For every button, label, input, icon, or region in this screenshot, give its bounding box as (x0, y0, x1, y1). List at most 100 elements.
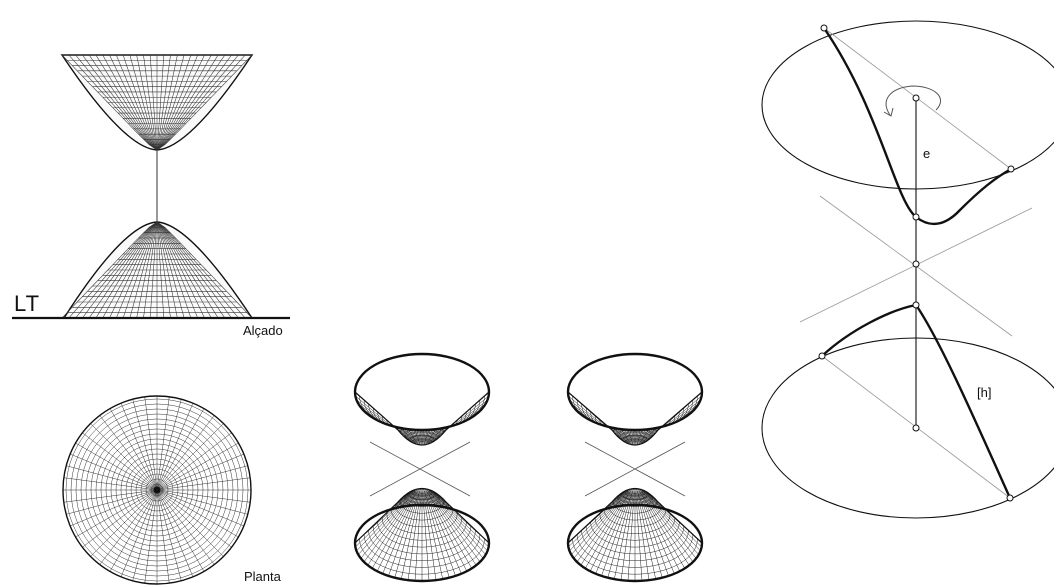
mesh-line (156, 489, 182, 581)
ground-line-label: LT (14, 291, 41, 316)
mesh-line (82, 54, 158, 151)
mesh-line (102, 221, 158, 319)
mesh-line (99, 489, 158, 565)
mesh-line (156, 399, 182, 491)
mesh-line (156, 221, 198, 319)
mesh-ring (381, 496, 463, 541)
hyperbola-lower-branch (821, 303, 1012, 499)
upper-rim-2 (566, 352, 704, 432)
mesh-line (156, 403, 194, 491)
mesh-line (407, 492, 421, 581)
mesh-ring (372, 392, 472, 436)
mesh-line (358, 490, 415, 555)
mesh-ring (391, 493, 453, 528)
mesh-line (143, 221, 158, 319)
lower-circle (761, 337, 1054, 519)
mesh-line (156, 489, 170, 584)
mesh-line (156, 54, 226, 151)
mesh-line (156, 489, 248, 515)
mesh-line (360, 392, 415, 444)
mesh-line (156, 221, 246, 319)
mesh-line (109, 54, 158, 151)
mesh-line (640, 392, 686, 444)
mesh-line (149, 54, 158, 151)
mesh-ring (377, 497, 467, 548)
mesh-line (425, 492, 450, 578)
mesh-line (371, 392, 417, 444)
mesh-line (109, 221, 158, 319)
mesh-line (580, 491, 629, 566)
mesh-line (414, 492, 422, 581)
mesh-line (156, 54, 185, 151)
mesh-line (120, 489, 158, 577)
mesh-line (144, 489, 158, 584)
mesh-ring (581, 392, 689, 435)
mesh-ring (617, 489, 653, 507)
mesh-ring (608, 492, 662, 521)
asymptote-2b (584, 441, 686, 497)
mesh-line (75, 442, 158, 491)
mesh-line (429, 392, 484, 444)
mesh-line (156, 54, 212, 151)
mesh-line (156, 54, 232, 151)
point (818, 352, 826, 360)
mesh-ring (604, 493, 666, 528)
mesh-ring (400, 490, 444, 514)
mesh-line (156, 54, 205, 151)
mesh-line (66, 489, 158, 515)
mesh-line (156, 221, 171, 319)
mesh-line (620, 492, 634, 581)
mesh-line (569, 490, 628, 552)
mesh-ring (409, 488, 435, 501)
axis-label: e (923, 146, 931, 161)
mesh-line (642, 490, 699, 555)
mesh-line (637, 492, 656, 580)
mesh-line (95, 54, 158, 151)
mesh-line (149, 221, 158, 319)
mesh-line (144, 396, 158, 491)
mesh-ring (613, 490, 657, 514)
perspective-view-1 (353, 352, 491, 583)
mesh-line (614, 492, 633, 580)
mesh-line (129, 221, 158, 319)
mesh-line (422, 492, 430, 581)
mesh-line (68, 221, 158, 319)
mesh-line (156, 54, 178, 151)
mesh-line (102, 54, 158, 151)
mesh-line (156, 221, 253, 319)
asymptote-1b (369, 441, 471, 497)
mesh-line (156, 54, 253, 151)
plan-label: Planta (244, 569, 281, 584)
mesh-line (156, 408, 205, 491)
mesh-ring (395, 492, 449, 521)
plan-view (62, 395, 252, 585)
elevation-view (12, 54, 290, 320)
mesh-line (99, 415, 158, 491)
mesh-ring (594, 496, 676, 541)
mesh-line (156, 396, 170, 491)
mesh-line (129, 54, 158, 151)
point (912, 301, 920, 309)
point (912, 213, 920, 221)
mesh-ring (590, 392, 680, 438)
mesh-line (429, 490, 488, 552)
mesh-line (156, 415, 215, 491)
mesh-line (156, 221, 192, 319)
point (1007, 165, 1015, 173)
point (912, 94, 920, 102)
mesh-line (642, 392, 697, 444)
mesh-line (636, 492, 650, 581)
mesh-line (70, 489, 158, 527)
mesh-line (88, 54, 158, 151)
mesh-line (156, 221, 226, 319)
mesh-line (116, 221, 158, 319)
mesh-line (424, 492, 443, 580)
mesh-line (156, 54, 239, 151)
mesh-ring (372, 499, 472, 555)
mesh-line (156, 54, 192, 151)
elevation-label: Alçado (243, 323, 283, 338)
mesh-line (136, 221, 158, 319)
mesh-line (63, 477, 158, 491)
mesh-line (627, 492, 635, 581)
mesh-line (156, 489, 194, 577)
